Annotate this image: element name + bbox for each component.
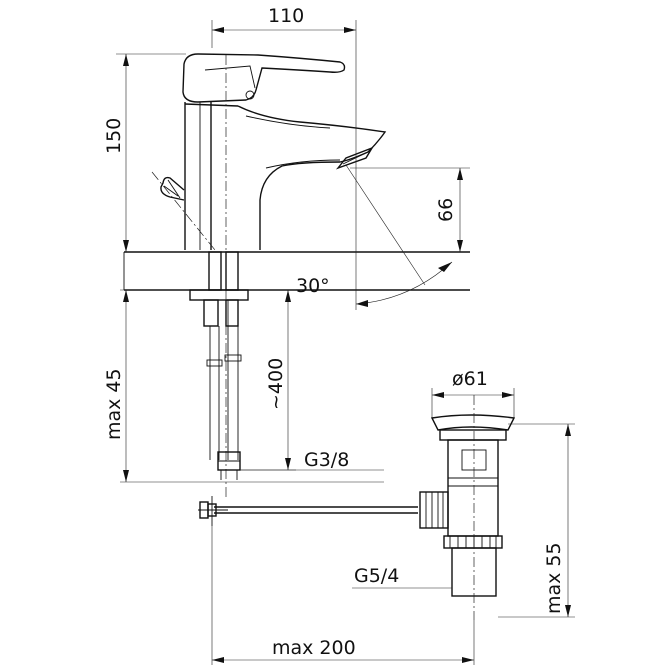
dim-drain-height: max 55: [543, 542, 565, 614]
dimension-lines: [116, 20, 575, 665]
dim-rod-length: max 200: [272, 637, 356, 659]
dim-drain-diameter: ø61: [452, 368, 488, 390]
dim-height-total: 150: [103, 118, 125, 154]
faucet-body: [151, 53, 387, 500]
flexible-hoses: [206, 300, 242, 480]
dim-width-top: 110: [268, 5, 304, 27]
dim-spout-height: 66: [435, 198, 457, 222]
dim-mount-thickness: max 45: [103, 368, 125, 440]
dim-drain-thread: G5/4: [354, 565, 399, 587]
pop-up-drain: [419, 395, 516, 620]
dim-hose-thread: G3/8: [304, 449, 349, 471]
dim-hose-length: ~400: [265, 358, 287, 410]
pop-up-rod: [198, 496, 418, 526]
dim-angle: 30°: [296, 275, 330, 297]
dimension-labels: 110 150 66 30° max 45 ~400 G3/8 ø61 max …: [103, 5, 565, 659]
